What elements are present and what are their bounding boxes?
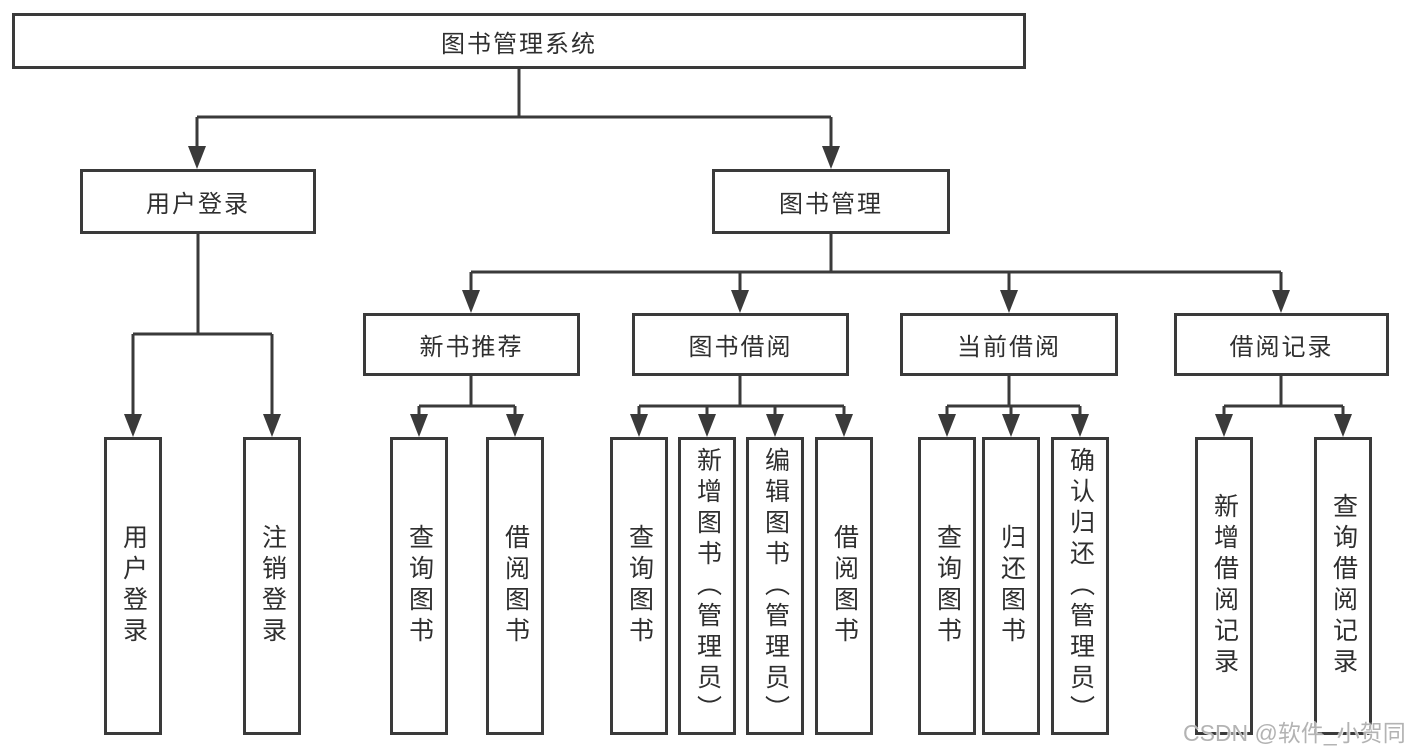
arrowheads-records-leaves xyxy=(1215,414,1352,437)
leaf-return-book: 归还图书 xyxy=(982,437,1040,735)
node-borrow-records-label: 借阅记录 xyxy=(1229,334,1334,361)
connector-book-mgmt-split xyxy=(469,234,1283,296)
node-library-system: 图书管理系统 xyxy=(12,13,1026,69)
leaf-query-books-current-label: 查询图书 xyxy=(933,524,962,648)
leaf-return-book-label: 归还图书 xyxy=(997,524,1026,648)
node-current-borrow: 当前借阅 xyxy=(900,313,1118,376)
connector-user-login-split xyxy=(131,234,274,420)
arrowheads-user-login-leaves xyxy=(124,414,281,437)
leaf-borrow-books-label: 借阅图书 xyxy=(830,524,859,648)
leaf-query-borrow-record: 查询借阅记录 xyxy=(1314,437,1372,735)
leaf-query-books-borrow: 查询图书 xyxy=(610,437,668,735)
node-new-book-recommend-label: 新书推荐 xyxy=(419,334,524,361)
node-borrow-records: 借阅记录 xyxy=(1174,313,1389,376)
leaf-borrow-books-recommend-label: 借阅图书 xyxy=(501,524,530,648)
leaf-confirm-return-admin: 确认归还（管理员） xyxy=(1051,437,1109,735)
leaf-query-books-borrow-label: 查询图书 xyxy=(625,524,654,648)
leaf-query-books-recommend: 查询图书 xyxy=(390,437,448,735)
leaf-edit-book-admin: 编辑图书（管理员） xyxy=(746,437,804,735)
node-new-book-recommend: 新书推荐 xyxy=(363,313,580,376)
node-book-borrow: 图书借阅 xyxy=(632,313,849,376)
leaf-user-login-label: 用户登录 xyxy=(119,524,148,648)
leaf-borrow-books: 借阅图书 xyxy=(815,437,873,735)
csdn-watermark: CSDN @软件_小贺同学 xyxy=(1183,720,1405,746)
node-user-login: 用户登录 xyxy=(80,169,316,234)
connector-new-books-split xyxy=(417,375,517,420)
connector-records-split xyxy=(1222,375,1345,420)
node-book-management: 图书管理 xyxy=(712,169,950,234)
leaf-logout: 注销登录 xyxy=(243,437,301,735)
leaf-confirm-return-admin-label: 确认归还（管理员） xyxy=(1066,446,1095,726)
leaf-add-borrow-record: 新增借阅记录 xyxy=(1195,437,1253,735)
leaf-query-borrow-record-label: 查询借阅记录 xyxy=(1329,493,1358,679)
leaf-query-books-recommend-label: 查询图书 xyxy=(405,524,434,648)
leaf-logout-label: 注销登录 xyxy=(258,524,287,648)
leaf-edit-book-admin-label: 编辑图书（管理员） xyxy=(761,446,790,726)
connector-root-to-level2 xyxy=(195,69,833,152)
arrowheads-level2 xyxy=(188,146,840,169)
arrowheads-current-borrow-leaves xyxy=(938,414,1089,437)
leaf-query-books-current: 查询图书 xyxy=(918,437,976,735)
leaf-add-borrow-record-label: 新增借阅记录 xyxy=(1210,493,1239,679)
node-user-login-label: 用户登录 xyxy=(146,191,250,218)
node-book-borrow-label: 图书借阅 xyxy=(688,334,793,361)
leaf-add-book-admin: 新增图书（管理员） xyxy=(678,437,736,735)
leaf-borrow-books-recommend: 借阅图书 xyxy=(486,437,544,735)
arrowheads-new-books-leaves xyxy=(410,414,524,437)
arrowheads-book-borrow-leaves xyxy=(630,414,853,437)
connector-book-borrow-split xyxy=(637,375,846,420)
leaf-add-book-admin-label: 新增图书（管理员） xyxy=(693,446,722,726)
node-library-system-label: 图书管理系统 xyxy=(441,30,597,58)
node-current-borrow-label: 当前借阅 xyxy=(957,334,1061,361)
connector-current-borrow-split xyxy=(945,375,1082,420)
node-book-management-label: 图书管理 xyxy=(779,191,883,218)
arrowheads-level3 xyxy=(462,290,1290,313)
leaf-user-login: 用户登录 xyxy=(104,437,162,735)
